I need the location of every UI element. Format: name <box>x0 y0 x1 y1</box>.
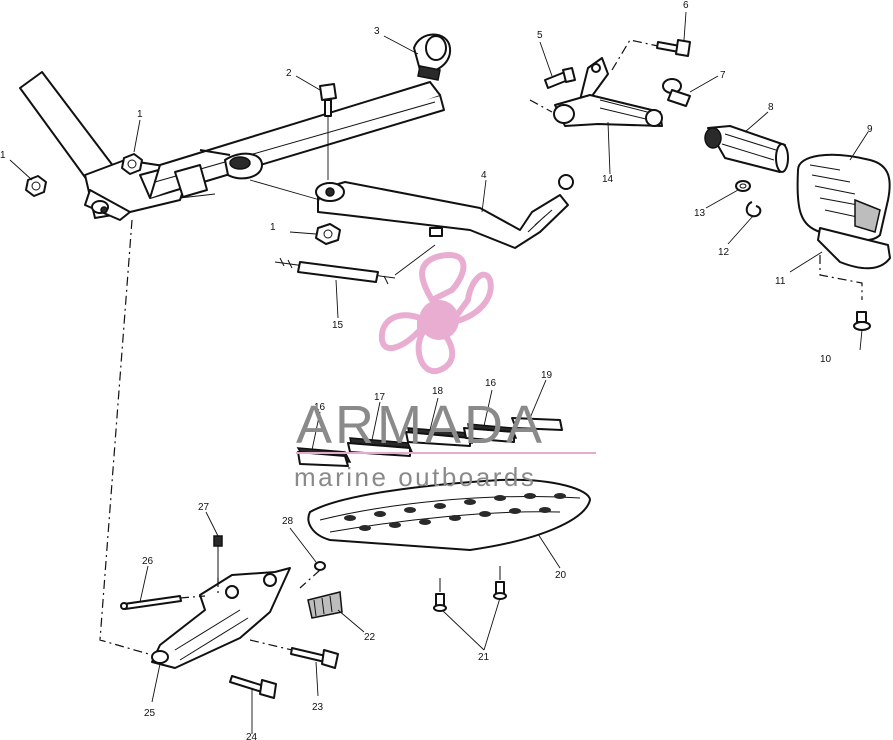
hex-nut-stand-icon <box>315 223 341 245</box>
hex-nut-left-icon <box>25 175 47 197</box>
callout-7: 7 <box>720 70 726 81</box>
side-stand <box>315 174 574 249</box>
footpeg-boot <box>796 153 891 242</box>
callout-22: 22 <box>364 632 376 643</box>
floorboard-bracket <box>151 567 291 669</box>
callout-10: 10 <box>820 354 832 365</box>
callout-1-stand: 1 <box>270 222 276 233</box>
callout-4: 4 <box>481 170 487 181</box>
frame-tube <box>19 71 445 221</box>
callout-23: 23 <box>312 702 324 713</box>
callout-19: 19 <box>541 370 553 381</box>
watermark-brand: ARMADA <box>296 395 545 455</box>
callout-17: 17 <box>374 392 386 403</box>
callout-6: 6 <box>683 0 689 11</box>
propeller-logo-icon <box>378 252 494 375</box>
callout-20: 20 <box>555 570 567 581</box>
callout-1-left: 1 <box>0 150 6 161</box>
callout-11: 11 <box>775 276 786 287</box>
callout-5: 5 <box>537 30 543 41</box>
screw-boot-icon <box>853 311 871 331</box>
callout-28: 28 <box>282 516 294 527</box>
bolt-icon <box>319 83 337 117</box>
pivot-bolt-icon <box>290 647 339 669</box>
spring-icon <box>274 257 396 285</box>
footpeg-bracket <box>553 57 663 127</box>
screw-top-icon <box>656 39 691 57</box>
callout-25: 25 <box>144 708 156 719</box>
callout-15: 15 <box>332 320 344 331</box>
callout-13: 13 <box>694 208 706 219</box>
callout-21: 21 <box>478 652 490 663</box>
rubber-pad-16a <box>296 447 352 467</box>
callout-1-frame: 1 <box>137 109 143 120</box>
callout-24: 24 <box>246 732 258 740</box>
clip-icon <box>745 201 762 218</box>
rubber-pad-16b <box>463 423 518 443</box>
callout-3: 3 <box>374 26 380 37</box>
callout-18: 18 <box>432 386 444 397</box>
hinge-pin-icon <box>120 595 182 610</box>
watermark-tagline: marine outboards <box>294 462 536 492</box>
callout-16-right: 16 <box>485 378 497 389</box>
mount-bolt-icon <box>229 675 277 699</box>
callout-16-left: 16 <box>314 402 326 413</box>
small-washer-icon <box>314 561 326 571</box>
callout-2: 2 <box>286 68 292 79</box>
rubber-pad-18 <box>405 427 474 447</box>
floorboard-screw-right-icon <box>493 566 507 600</box>
washer-icon <box>735 180 751 192</box>
floorboard <box>307 478 591 551</box>
callout-26: 26 <box>142 556 154 567</box>
footpeg-rubber <box>704 125 789 173</box>
floorboard-screw-left-icon <box>433 578 447 612</box>
hex-nut-frame-icon <box>121 153 143 175</box>
callout-27: 27 <box>198 502 210 513</box>
rubber-pad-19 <box>511 417 563 431</box>
callout-9: 9 <box>867 124 873 135</box>
screw-small-icon <box>544 67 576 89</box>
small-screw-icon <box>213 535 223 578</box>
clevis-pin-icon <box>662 78 691 107</box>
clamp-icon <box>413 33 452 81</box>
heel-guard <box>817 227 891 270</box>
callout-14: 14 <box>602 174 614 185</box>
callout-12: 12 <box>718 247 730 258</box>
torsion-spring-icon <box>307 591 343 619</box>
callout-8: 8 <box>768 102 774 113</box>
